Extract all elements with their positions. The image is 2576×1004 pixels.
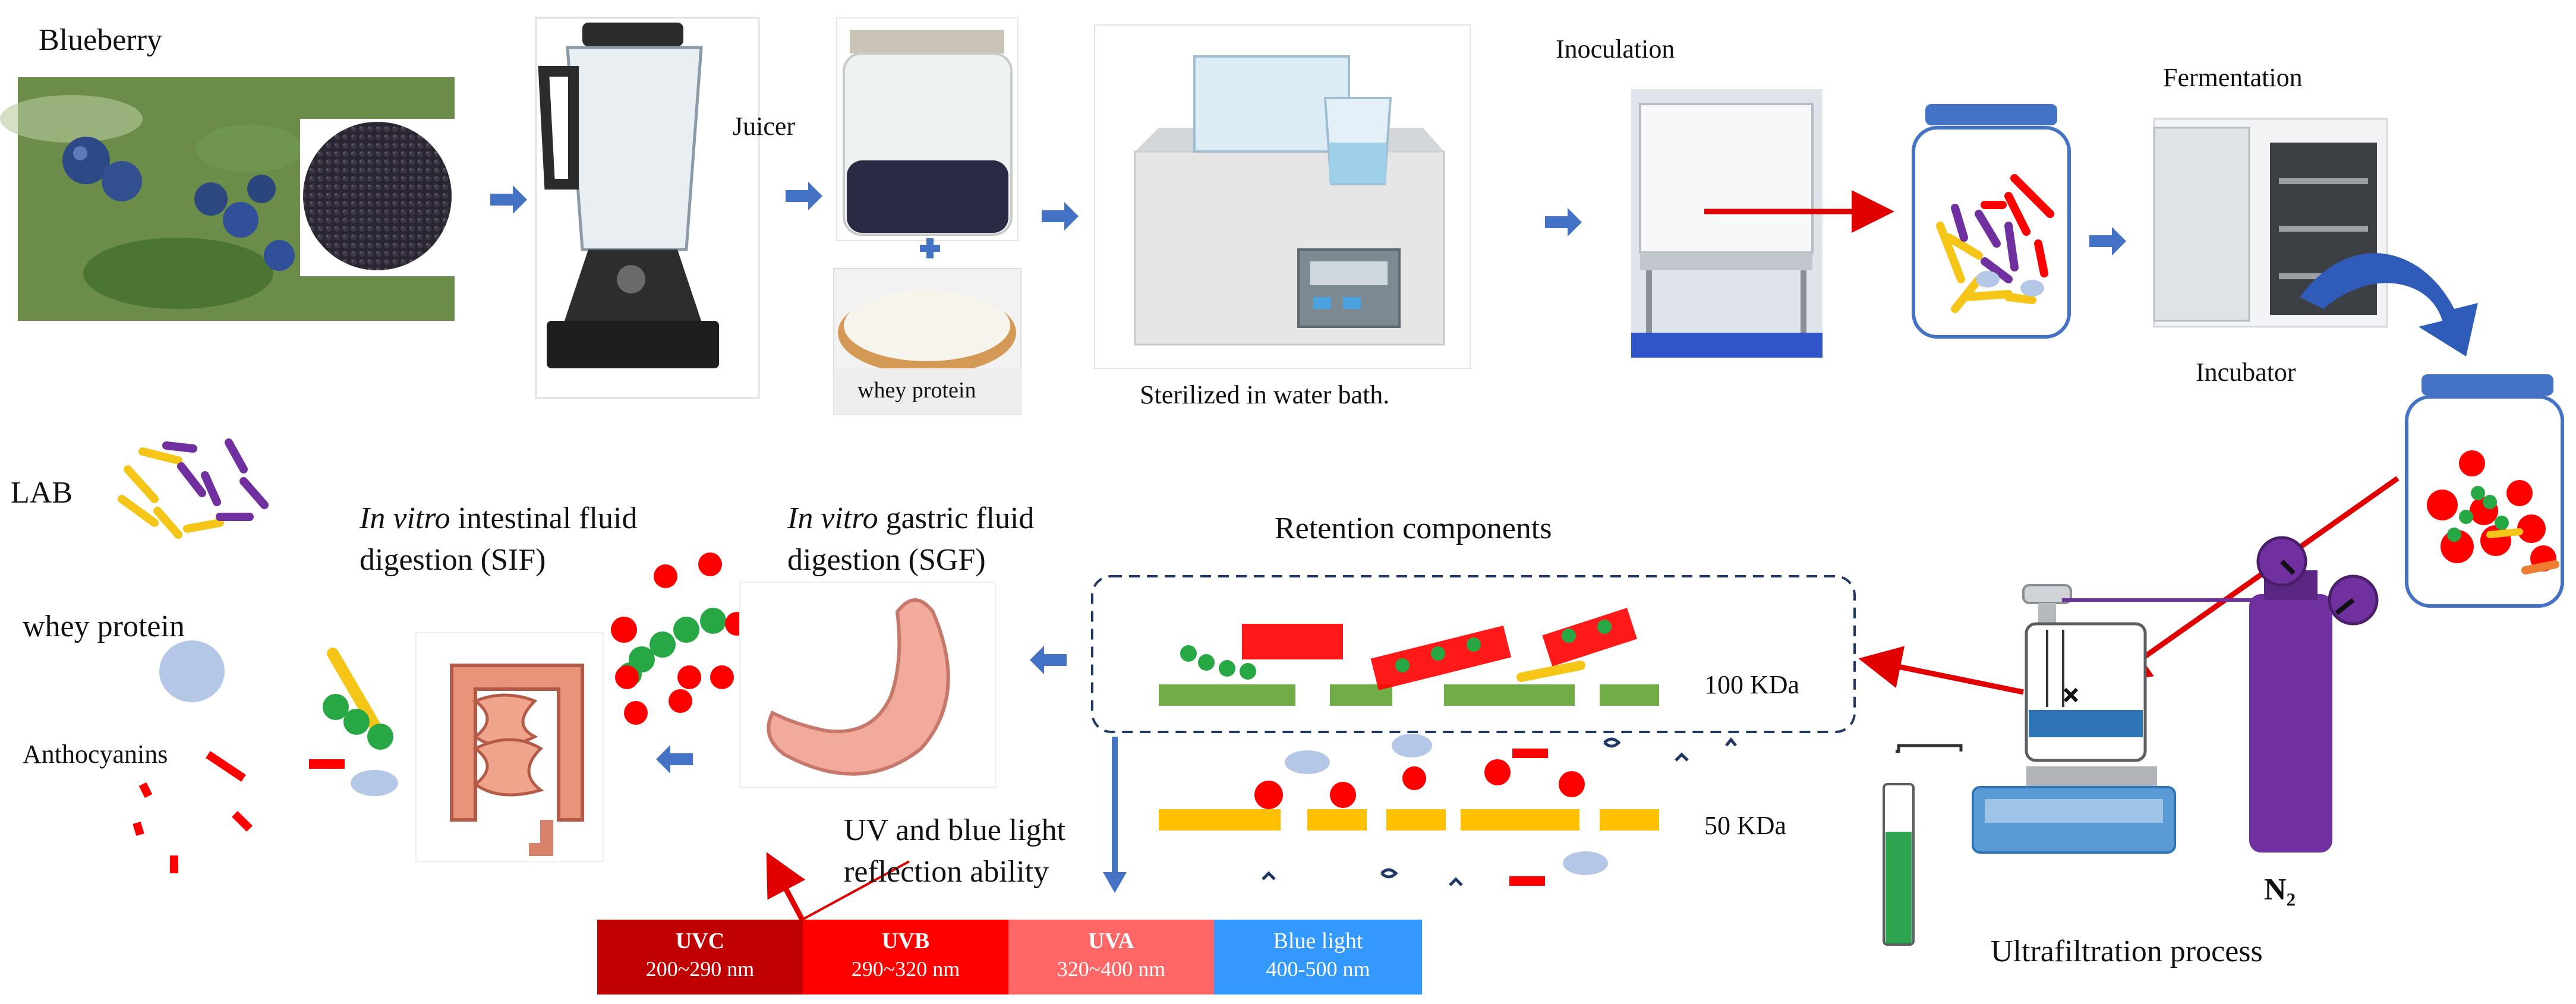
- juice-jar: [836, 17, 1019, 241]
- digested-complex-cluster: [611, 552, 749, 725]
- juicer-label: Juicer: [733, 112, 796, 141]
- incubator-label: Incubator: [2196, 358, 2296, 387]
- sgf-label-line1: In vitro gastric fluid: [787, 501, 1035, 535]
- blender-illustration: [535, 17, 760, 399]
- n2-label: N₂: [2264, 873, 2296, 907]
- uv-band-uvc: UVC 200~290 nm: [597, 920, 803, 994]
- uv-band-blue: Blue light 400-500 nm: [1214, 920, 1422, 994]
- whey-protein-icon: [159, 640, 225, 702]
- intestine-complex-icon: [309, 648, 398, 796]
- blue-name: Blue light: [1273, 929, 1363, 954]
- fermentation-jar: [1912, 104, 2071, 339]
- uv-band-arrow-line: [802, 860, 910, 921]
- dried-seed-photo: [300, 119, 455, 276]
- uv-band-uvb: UVB 290~320 nm: [803, 920, 1008, 994]
- membrane-50: [1159, 809, 1659, 831]
- uvb-range: 290~320 nm: [851, 957, 960, 981]
- uv-band-arrow: [766, 852, 806, 921]
- blue-range: 400-500 nm: [1266, 957, 1370, 981]
- uva-name: UVA: [1088, 929, 1134, 954]
- nitrogen-cylinder: [2249, 536, 2379, 853]
- jar-to-cell-arrow: [2107, 476, 2400, 684]
- water-bath-illustration: [1094, 24, 1471, 369]
- stomach-illustration: [739, 582, 996, 788]
- lab-bacteria-icon: [118, 438, 269, 539]
- whey-powder-photo: [833, 268, 1021, 415]
- plus-sign: [920, 238, 940, 258]
- collection-tube: [1883, 744, 1963, 946]
- down-arrow: [1103, 737, 1127, 893]
- uvc-range: 200~290 nm: [645, 957, 755, 981]
- fermentation-label: Fermentation: [2163, 63, 2303, 92]
- legend-whey-label: whey protein: [23, 610, 185, 643]
- uva-range: 320~400 nm: [1057, 957, 1166, 981]
- retention-arrow: [1858, 646, 2024, 695]
- intestine-illustration: [415, 632, 604, 862]
- fermented-jar: [2405, 374, 2564, 608]
- retained-complexes: [1180, 608, 1637, 691]
- water-bath-label: Sterilized in water bath.: [1140, 380, 1390, 409]
- permeate-particles: [1254, 734, 1737, 886]
- ultrafiltration-cell: [2022, 584, 2320, 762]
- whey-protein-jar-label: whey protein: [857, 378, 976, 403]
- legend-lab-label: LAB: [11, 476, 72, 510]
- uv-ability-line1: UV and blue light: [844, 813, 1066, 847]
- membrane-100-label: 100 KDa: [1704, 670, 1800, 699]
- curved-transfer-arrow: [2300, 252, 2478, 356]
- sif-label-line1: In vitro intestinal fluid: [360, 501, 638, 535]
- legend-anthocyanins-label: Anthocyanins: [23, 740, 168, 769]
- blueberry-label: Blueberry: [39, 23, 162, 57]
- membrane-50-label: 50 KDa: [1704, 811, 1787, 840]
- magnetic-stirrer: [1972, 766, 2176, 854]
- inoculation-label: Inoculation: [1556, 34, 1675, 64]
- anthocyanin-icon: [133, 751, 253, 873]
- sif-label-line2: digestion (SIF): [360, 543, 546, 577]
- incubator-photo: [2153, 118, 2388, 328]
- uv-ability-line2: reflection ability: [844, 855, 1049, 889]
- uv-band-uva: UVA 320~400 nm: [1008, 920, 1214, 994]
- ultrafiltration-label: Ultrafiltration process: [1991, 934, 2263, 968]
- uvc-name: UVC: [675, 929, 725, 954]
- retention-label: Retention components: [1275, 512, 1552, 545]
- flow-arrows: [490, 182, 2126, 773]
- membrane-100: [1159, 684, 1659, 706]
- biosafety-cabinet-photo: [1631, 89, 1823, 358]
- retention-box: [1091, 575, 1856, 733]
- sgf-label-line2: digestion (SGF): [787, 543, 986, 577]
- uvb-name: UVB: [881, 929, 930, 954]
